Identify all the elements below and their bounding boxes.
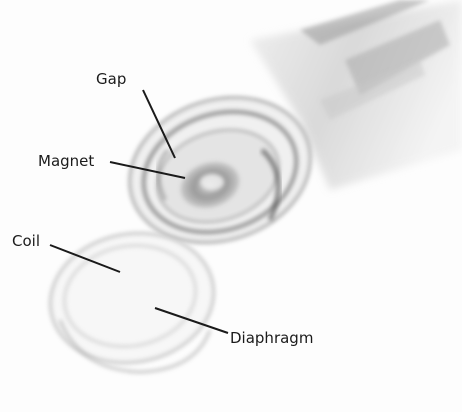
diaphragm-assembly [40, 221, 224, 376]
diaphragm-label: Diaphragm [230, 329, 313, 347]
gap-label: Gap [96, 70, 126, 88]
coil-label: Coil [12, 232, 40, 250]
magnet-label: Magnet [38, 152, 94, 170]
